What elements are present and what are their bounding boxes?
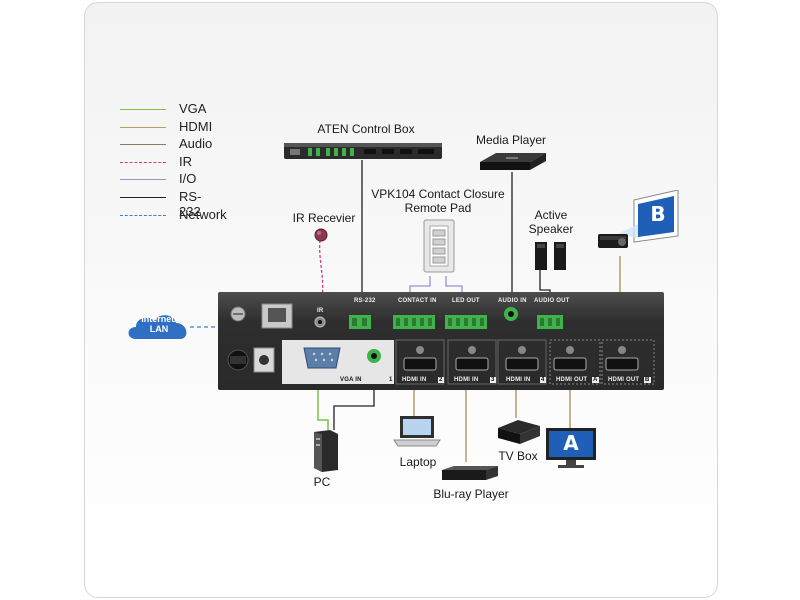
laptop-device <box>393 416 441 447</box>
cloud-label-2: LAN <box>149 324 169 334</box>
bluray-label: Blu-ray Player <box>433 487 509 501</box>
pc-label: PC <box>313 475 331 489</box>
port-number-4: 4 <box>540 377 546 383</box>
legend-label: HDMI <box>179 118 213 134</box>
port-letter-b: B <box>644 377 651 383</box>
active-speaker-device <box>535 242 566 270</box>
active-speaker-label-2: Speaker <box>528 222 574 236</box>
rs232-port-label: RS-232 <box>354 298 376 304</box>
cloud-label-1: Internet/ <box>141 314 177 324</box>
legend-label: RS-232 <box>179 189 202 219</box>
hdmi-out-a-label: HDMI OUT <box>556 377 588 383</box>
display-badge: A <box>563 431 579 455</box>
legend-label: VGA <box>179 101 207 116</box>
ir-port-label: IR <box>317 308 324 314</box>
pc-vga-line <box>317 390 329 430</box>
legend-label: Audio <box>179 136 213 152</box>
bluray-device <box>442 466 498 480</box>
led-out-port-label: LED OUT <box>452 298 480 304</box>
projector-device <box>598 190 679 248</box>
contact-pad-device <box>423 219 455 273</box>
audio-in-port-label: AUDIO IN <box>498 298 527 304</box>
pc-tower-device <box>314 430 338 472</box>
audio-out-port-label: AUDIO OUT <box>534 298 570 304</box>
media-player-device <box>480 153 546 170</box>
cloud-icon <box>128 315 187 339</box>
tv-box-label: TV Box <box>498 449 538 463</box>
legend-swatch <box>120 161 166 163</box>
vga-in-port-label: VGA IN <box>340 377 362 383</box>
contact-pad-label-2: Remote Pad <box>404 201 472 215</box>
legend-label: I/O <box>179 171 197 187</box>
legend-label: Network <box>179 206 227 222</box>
legend-swatch <box>120 214 166 216</box>
legend-swatch <box>120 109 166 110</box>
active-speaker-label-1: Active <box>534 208 568 222</box>
display-device <box>546 428 596 468</box>
port-number-2: 2 <box>438 377 444 383</box>
port-number-3: 3 <box>490 377 496 383</box>
media-player-label: Media Player <box>475 133 547 147</box>
hdmi-out-b-label: HDMI OUT <box>608 377 640 383</box>
hdmi-in-3-label: HDMI IN <box>454 377 479 383</box>
port-number-1: 1 <box>388 377 394 383</box>
ir-receiver-device <box>314 228 328 242</box>
hdmi-in-2-label: HDMI IN <box>402 377 427 383</box>
legend-swatch <box>120 126 166 128</box>
port-letter-a: A <box>592 377 599 383</box>
control-box-device <box>284 143 442 159</box>
ir-cable <box>319 239 324 307</box>
tv-box-device <box>498 420 540 444</box>
control-box-label: ATEN Control Box <box>317 122 415 136</box>
laptop-label: Laptop <box>399 455 437 469</box>
panel-graphics <box>227 303 655 385</box>
contact-pad-label-1: VPK104 Contact Closure <box>371 187 505 201</box>
legend-swatch <box>120 179 166 181</box>
legend-swatch <box>120 197 166 198</box>
legend-label: IR <box>179 153 192 169</box>
projector-screen-badge: B <box>650 202 666 226</box>
switcher-rear-panel: RS-232 CONTACT IN LED OUT AUDIO IN AUDIO… <box>218 292 664 390</box>
legend-swatch <box>120 144 166 146</box>
contact-in-port-label: CONTACT IN <box>398 298 437 304</box>
hdmi-in-4-label: HDMI IN <box>506 377 531 383</box>
ir-receiver-label: IR Recevier <box>292 211 356 225</box>
